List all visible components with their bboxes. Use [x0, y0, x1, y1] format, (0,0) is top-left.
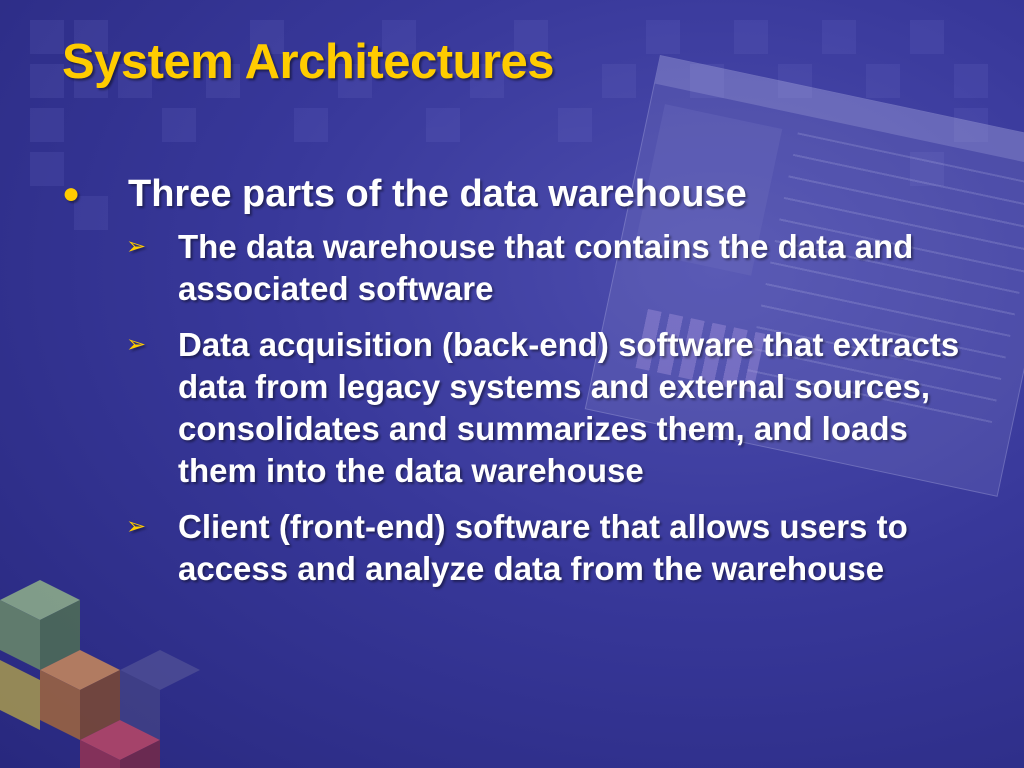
sub-bullet-item: ➢ The data warehouse that contains the d…	[62, 226, 988, 310]
arrow-bullet-icon: ➢	[126, 331, 147, 358]
sub-bullet-list: ➢ The data warehouse that contains the d…	[62, 226, 1002, 590]
cubes-decoration	[0, 580, 200, 768]
slide-title: System Architectures	[62, 35, 555, 89]
slide-body: ● Three parts of the data warehouse ➢ Th…	[62, 172, 1002, 604]
sub-bullet-text: The data warehouse that contains the dat…	[178, 228, 914, 307]
bullet-item: ● Three parts of the data warehouse	[62, 172, 1002, 216]
bullet-text: Three parts of the data warehouse	[128, 173, 747, 215]
arrow-bullet-icon: ➢	[126, 233, 147, 260]
arrow-bullet-icon: ➢	[126, 513, 147, 540]
sub-bullet-item: ➢ Client (front-end) software that allow…	[62, 506, 988, 590]
sub-bullet-item: ➢ Data acquisition (back-end) software t…	[62, 324, 988, 492]
sub-bullet-text: Client (front-end) software that allows …	[178, 508, 908, 587]
bullet-dot-icon: ●	[62, 177, 81, 210]
sub-bullet-text: Data acquisition (back-end) software tha…	[178, 326, 960, 489]
